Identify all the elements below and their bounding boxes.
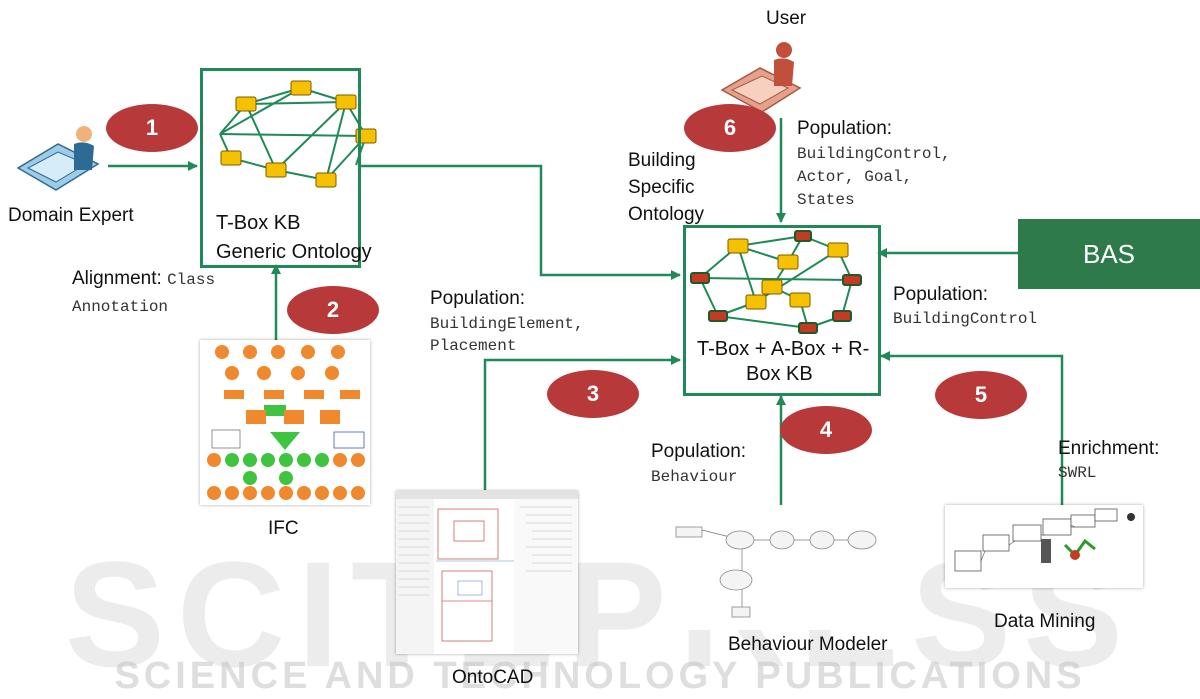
step-badge-4: 4 — [780, 406, 872, 454]
population-be-code-2: Placement — [430, 337, 517, 355]
building-specific-label-1: Building — [628, 150, 696, 171]
step-badge-1: 1 — [106, 104, 198, 152]
kb-label-line2: Box KB — [746, 363, 813, 385]
population-bas-code: BuildingControl — [893, 310, 1038, 328]
ontocad-label: OntoCAD — [452, 667, 534, 688]
bas-box: BAS — [1018, 219, 1200, 289]
domain-expert-label: Domain Expert — [8, 205, 134, 226]
population-user-code-3: States — [797, 191, 855, 209]
behaviour-modeler-label: Behaviour Modeler — [728, 634, 888, 655]
population-be-title: Population: — [430, 288, 526, 309]
domain-expert-at-desk-icon — [16, 126, 100, 191]
step-badge-2: 2 — [287, 286, 379, 334]
ontocad-thumbnail — [396, 491, 578, 654]
user-label: User — [766, 8, 807, 29]
population-user-code-1: BuildingControl, — [797, 145, 951, 163]
arrow-ontocad-to-kb — [483, 355, 681, 490]
building-specific-label-3: Ontology — [628, 204, 705, 225]
population-behaviour-title: Population: — [651, 441, 747, 462]
ifc-label: IFC — [268, 518, 299, 539]
tbox-graph — [219, 80, 377, 188]
population-bas-title: Population: — [893, 284, 989, 305]
enrichment-code: SWRL — [1058, 464, 1097, 482]
alignment-code-1: Class — [167, 271, 216, 289]
connector-arrows — [108, 118, 1064, 505]
tbox-label-line1: T-Box KB — [216, 212, 301, 234]
watermark-publications: SCIENCE AND TECHNOLOGY PUBLICATIONS — [114, 655, 1086, 697]
arrow-tbox-to-kb — [358, 164, 681, 280]
population-behaviour-code: Behaviour — [651, 468, 738, 486]
alignment-annotation: Alignment: Class — [72, 268, 215, 290]
population-user-title: Population: — [797, 118, 893, 139]
ifc-thumbnail — [200, 340, 370, 505]
kb-label-line1: T-Box + A-Box + R- — [697, 338, 870, 360]
population-user-code-2: Actor, Goal, — [797, 168, 913, 186]
step-badge-5: 5 — [935, 371, 1027, 419]
step-badge-6: 6 — [684, 104, 776, 152]
combined-kb-box — [683, 225, 881, 396]
population-be-code-1: BuildingElement, — [430, 315, 584, 333]
tbox-label-line2: Generic Ontology — [216, 241, 372, 263]
enrichment-title: Enrichment: — [1058, 438, 1160, 459]
user-at-desk-icon — [720, 42, 802, 113]
alignment-title: Alignment: — [72, 268, 162, 289]
tbox-kb-box — [200, 68, 361, 268]
data-mining-thumbnail — [945, 505, 1143, 588]
alignment-code-2: Annotation — [72, 298, 169, 316]
data-mining-label: Data Mining — [994, 611, 1096, 632]
kb-graph — [690, 230, 862, 334]
behaviour-modeler-thumbnail — [672, 505, 902, 630]
step-badge-3: 3 — [547, 370, 639, 418]
building-specific-label-2: Specific — [628, 177, 695, 198]
arrow-datamining-to-kb — [880, 351, 1064, 505]
